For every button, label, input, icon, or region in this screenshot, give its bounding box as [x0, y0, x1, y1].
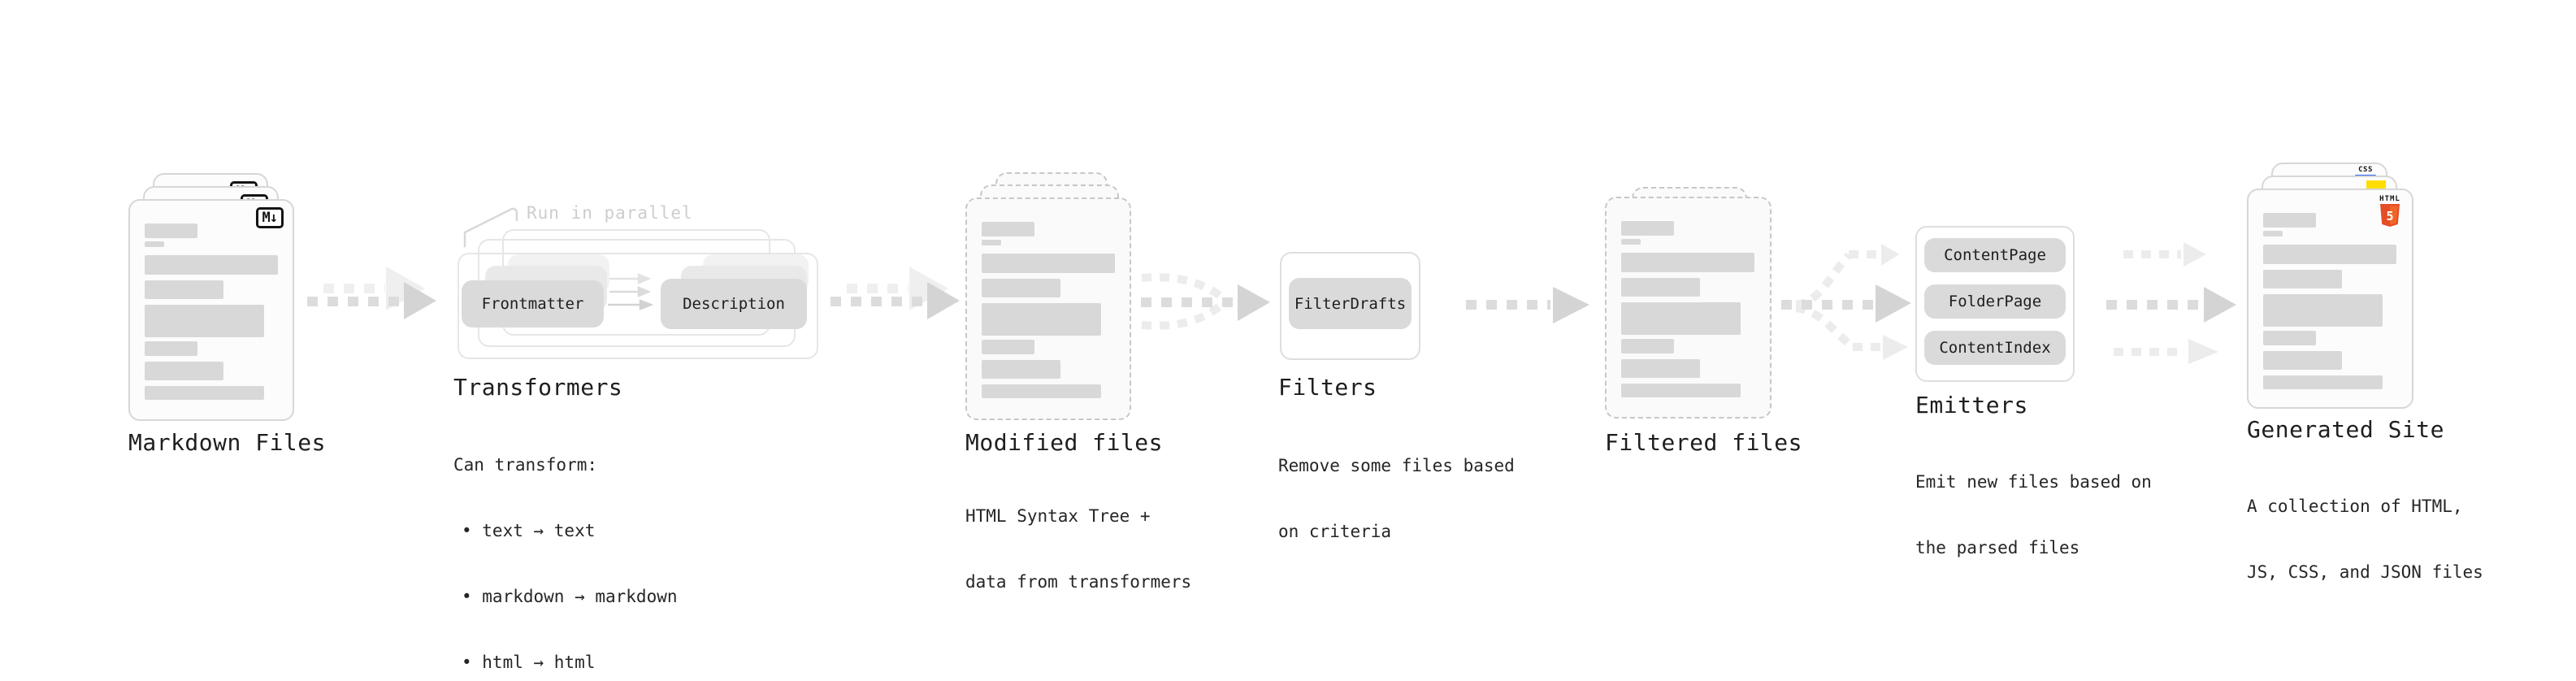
arrow-emitters-to-site [2106, 242, 2236, 364]
content-bar [982, 240, 1001, 245]
content-bar [982, 279, 1060, 297]
annotation-leader-line [463, 207, 518, 248]
step-label-markdown-files: Markdown Files [128, 429, 327, 456]
content-bar [982, 303, 1101, 336]
content-bar [982, 222, 1034, 236]
modified-doc-front [965, 197, 1131, 420]
pill-contentindex: ContentIndex [1924, 331, 2066, 365]
content-bar [1621, 359, 1700, 378]
content-bar [1621, 384, 1741, 397]
generated-doc-html: HTML 5 [2247, 189, 2413, 409]
emitters-desc-line: the parsed files [1915, 538, 2080, 557]
content-bar [1621, 253, 1754, 272]
content-bar [145, 223, 197, 238]
content-bar [982, 254, 1115, 273]
content-bar [145, 386, 264, 400]
step-desc-filters: Remove some files based on criteria [1278, 411, 1515, 587]
content-bar [2263, 331, 2316, 345]
arrow-transformers-to-modified [830, 267, 960, 319]
markdown-doc-front: M↓ [128, 199, 294, 421]
step-label-transformers: Transformers [453, 374, 623, 401]
content-bar [982, 360, 1060, 379]
arrow-filters-to-filtered [1466, 287, 1589, 323]
content-bar [2263, 231, 2283, 236]
arrow-modified-to-filters [1141, 273, 1270, 330]
transformers-desc-line: Can transform: [453, 455, 598, 475]
content-bar [145, 241, 164, 247]
arrow-markdown-to-transformers [307, 267, 436, 319]
content-bar [145, 341, 197, 356]
content-bar [1621, 239, 1641, 245]
filters-desc-line: on criteria [1278, 522, 1392, 541]
content-bar [2263, 270, 2342, 288]
content-bar [1621, 302, 1741, 335]
filtered-doc-front [1605, 197, 1772, 419]
step-desc-generated-site: A collection of HTML, JS, CSS, and JSON … [2247, 452, 2483, 627]
step-label-modified-files: Modified files [965, 429, 1164, 456]
parallel-flow-arrows [608, 273, 654, 310]
step-desc-modified-files: HTML Syntax Tree + data from transformer… [965, 462, 1191, 637]
transformer-group-outline-front [458, 253, 818, 359]
content-bar [1621, 278, 1700, 297]
pill-folderpage: FolderPage [1924, 284, 2066, 319]
modified-desc-line: data from transformers [965, 572, 1192, 592]
step-label-filtered-files: Filtered files [1605, 429, 1803, 456]
filters-desc-line: Remove some files based [1278, 456, 1515, 475]
pill-description: Description [661, 279, 807, 329]
content-bar [2263, 213, 2316, 228]
markdown-icon: M↓ [255, 207, 284, 228]
pill-filterdrafts: FilterDrafts [1289, 278, 1412, 329]
modified-desc-line: HTML Syntax Tree + [965, 506, 1151, 526]
run-in-parallel-annotation: Run in parallel [527, 203, 693, 223]
step-desc-transformers: Can transform: • text → text • markdown … [453, 410, 678, 681]
generated-desc-line: A collection of HTML, [2247, 497, 2463, 516]
content-bar [982, 384, 1101, 398]
svg-text:5: 5 [2386, 209, 2393, 223]
content-bar [2263, 351, 2342, 370]
transformers-bullet: • text → text [462, 521, 596, 540]
transformers-bullet: • html → html [462, 653, 596, 672]
content-bar [145, 255, 278, 275]
pill-contentpage: ContentPage [1924, 238, 2066, 272]
step-label-emitters: Emitters [1915, 392, 2028, 419]
step-label-filters: Filters [1278, 374, 1377, 401]
content-bar [145, 362, 223, 380]
generated-desc-line: JS, CSS, and JSON files [2247, 562, 2483, 582]
content-bar [2263, 245, 2396, 264]
step-label-generated-site: Generated Site [2247, 416, 2445, 443]
html5-icon: HTML 5 [2378, 196, 2402, 233]
pill-frontmatter: Frontmatter [462, 280, 604, 327]
step-desc-emitters: Emit new files based on the parsed files [1915, 427, 2152, 603]
content-bar [2263, 375, 2383, 389]
emitters-desc-line: Emit new files based on [1915, 472, 2152, 492]
transformers-bullet: • markdown → markdown [462, 587, 678, 606]
content-bar [982, 340, 1034, 354]
content-bar [1621, 221, 1674, 236]
content-bar [2263, 294, 2383, 327]
content-bar [145, 280, 223, 299]
content-bar [1621, 339, 1674, 354]
arrow-filtered-to-emitters [1781, 244, 1911, 360]
content-bar [145, 305, 264, 337]
